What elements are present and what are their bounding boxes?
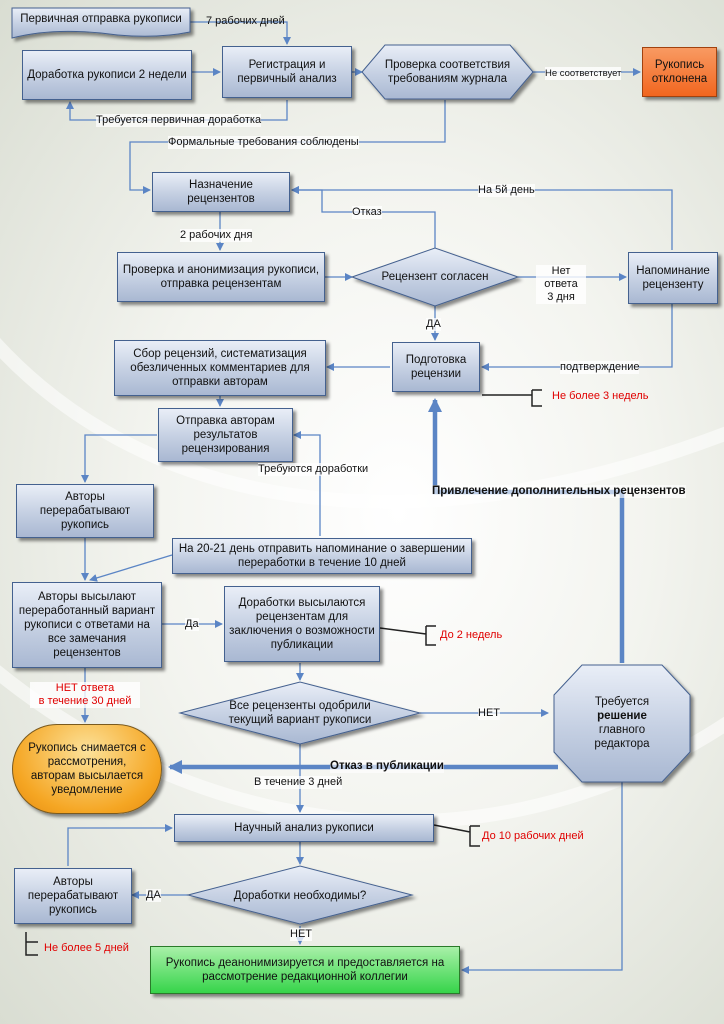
label-no-more-5-days: Не более 5 дней	[44, 942, 129, 954]
arrow-formal-ok	[129, 100, 446, 194]
authors-revise-2: Авторы перерабатывают рукопись	[14, 868, 132, 924]
label-no-answer-30-line1: НЕТ ответа	[55, 682, 115, 694]
label-no-answer-30: НЕТ ответа в течение 30 дней	[30, 682, 140, 708]
label-no-caps: НЕТ	[478, 707, 500, 720]
label-seven-days: 7 рабочих дней	[206, 15, 285, 27]
assign-reviewers: Назначение рецензентов	[152, 172, 290, 212]
editor-decision-line1: Требуется	[594, 696, 650, 708]
editor-decision-shape	[553, 664, 691, 783]
arrow-initial-to-registration	[190, 21, 291, 45]
all-approved-shape	[178, 681, 422, 745]
arrow-refusal	[291, 186, 436, 248]
rejected: Рукопись отклонена	[642, 47, 717, 97]
reviewer-agreed-shape	[350, 247, 520, 307]
label-within-3-days: В течение 3 дней	[254, 776, 343, 789]
reviewer-agreed: Рецензент согласен	[381, 271, 489, 283]
arrow-confirmation	[481, 304, 673, 371]
label-no-answer-line1: Нет ответа	[544, 265, 578, 290]
bracket-3-weeks	[482, 389, 542, 407]
editor-decision-line2: решение	[597, 710, 647, 722]
revision-2-weeks: Доработка рукописи 2 недели	[22, 50, 192, 100]
arrow-editor-to-final	[461, 780, 623, 974]
label-no-answer: Нет ответа 3 дня	[536, 265, 586, 304]
editor-decision-line3: главного редактора	[594, 724, 650, 750]
reminder: Напоминание рецензенту	[628, 252, 718, 304]
label-no-more-3-weeks: Не более 3 недель	[552, 390, 649, 402]
revisions-to-reviewers: Доработки высылаются рецензентам для зак…	[224, 586, 380, 662]
revisions-needed-shape	[186, 865, 414, 925]
arrow-revisions-required	[293, 431, 321, 536]
label-up-to-2-weeks: До 2 недель	[440, 629, 503, 641]
label-formal-ok: Формальные требования соблюдены	[168, 136, 359, 149]
authors-revise-1: Авторы перерабатывают рукопись	[16, 484, 154, 538]
withdrawn: Рукопись снимается с рассмотрения, автор…	[12, 724, 162, 814]
thick-arrow-extra-reviewers	[428, 398, 625, 663]
label-yes: Да	[185, 618, 199, 631]
compliance-check-shape	[361, 44, 534, 100]
label-no-answer-line2: 3 дня	[547, 291, 575, 303]
revisions-needed: Доработки необходимы?	[233, 890, 367, 902]
bracket-5-days	[25, 932, 38, 956]
label-confirmation: подтверждение	[560, 361, 640, 374]
label-yes-caps-2: ДА	[146, 889, 161, 902]
collect-reviews: Сбор рецензий, систематизация обезличенн…	[114, 340, 326, 396]
arrow-send-to-revise	[81, 434, 157, 483]
label-not-compliant: Не соответствует	[545, 67, 622, 80]
label-publication-refusal: Отказ в публикации	[330, 760, 444, 773]
prepare-review: Подготовка рецензии	[392, 342, 480, 392]
anonymize-send: Проверка и анонимизация рукописи, отправ…	[117, 252, 325, 302]
label-up-to-10-days: До 10 рабочих дней	[482, 830, 584, 842]
all-approved: Все рецензенты одобрили текущий вариант …	[228, 700, 372, 726]
bracket-10-days	[433, 824, 480, 847]
label-no-caps-2: НЕТ	[290, 928, 312, 941]
label-needs-initial-revision: Требуется первичная доработка	[96, 114, 262, 127]
arrow-reminder20-to-send	[89, 554, 173, 582]
label-extra-reviewers: Привлечение дополнительных рецензентов	[432, 485, 686, 498]
scientific-analysis: Научный анализ рукописи	[174, 814, 434, 842]
send-results: Отправка авторам результатов рецензирова…	[158, 408, 293, 462]
authors-send-revised: Авторы высылают переработанный вариант р…	[12, 582, 162, 668]
editor-decision: Требуется решение главного редактора	[558, 680, 686, 766]
compliance-check: Проверка соответствия требованиям журнал…	[384, 59, 511, 85]
arrow-revise2-to-analysis	[67, 824, 173, 866]
bracket-2-weeks	[379, 625, 436, 646]
reminder-day-20: На 20-21 день отправить напоминание о за…	[172, 538, 472, 574]
arrow-day5	[291, 186, 673, 250]
label-revisions-required: Требуются доработки	[258, 463, 369, 476]
initial-submission: Первичная отправка рукописи	[20, 13, 182, 25]
registration: Регистрация и первичный анализ	[222, 46, 352, 98]
label-yes-caps: ДА	[426, 318, 441, 331]
label-on-day-5: На 5й день	[478, 184, 535, 197]
initial-submission-shape	[11, 7, 191, 39]
final: Рукопись деанонимизируется и предоставля…	[150, 946, 460, 994]
label-no-answer-30-line2: в течение 30 дней	[38, 695, 132, 707]
label-refusal: Отказ	[352, 206, 382, 219]
label-two-days: 2 рабочих дня	[180, 229, 253, 242]
